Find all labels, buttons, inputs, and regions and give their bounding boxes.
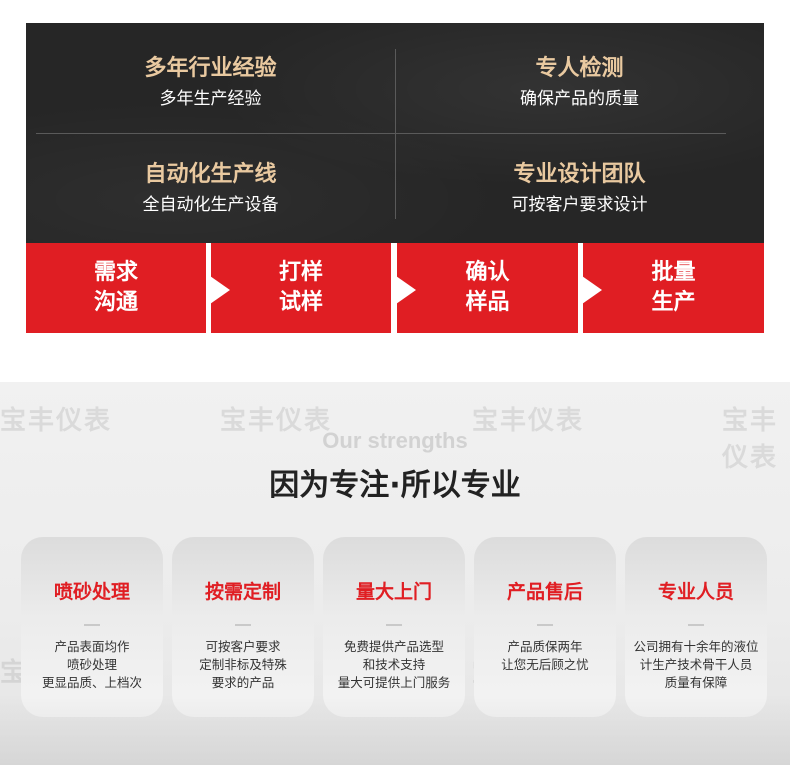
feature-subtitle: 可按客户要求设计 <box>511 195 648 215</box>
card-desc-line: 让您无后顾之忧 <box>501 657 589 672</box>
card-desc-line: 更显品质、上档次 <box>41 675 142 690</box>
card-desc-line: 可按客户要求 <box>205 639 281 654</box>
card-dash <box>688 624 704 626</box>
horizontal-divider <box>36 133 726 134</box>
card-title: 产品售后 <box>506 581 583 603</box>
feature-title: 自动化生产线 <box>144 162 277 187</box>
card-title: 量大上门 <box>355 581 432 603</box>
features-panel: 多年行业经验 多年生产经验 专人检测 确保产品的质量 自动化生产线 全自动化生产… <box>26 23 764 243</box>
card-desc-line: 要求的产品 <box>211 675 275 690</box>
step-line: 生产 <box>651 290 696 315</box>
card-dash <box>84 624 100 626</box>
feature-subtitle: 多年生产经验 <box>159 89 262 109</box>
card-desc-line: 产品表面均作 <box>54 639 130 654</box>
feature-inspection: 专人检测 确保产品的质量 <box>395 55 764 111</box>
strengths-section: 宝丰仪表 宝丰仪表 宝丰仪表 宝丰仪表 宝丰仪表 宝丰仪表 Our streng… <box>0 382 790 765</box>
card-desc-line: 质量有保障 <box>664 675 728 690</box>
card-desc-line: 喷砂处理 <box>66 657 117 672</box>
section-title: 因为专注·所以专业 <box>269 468 521 503</box>
feature-title: 多年行业经验 <box>144 56 277 81</box>
arrow-right-icon <box>396 276 416 304</box>
feature-title: 专业设计团队 <box>513 162 646 187</box>
step-line: 需求 <box>93 260 138 285</box>
feature-automation: 自动化生产线 全自动化生产设备 <box>26 161 395 217</box>
card-title: 专业人员 <box>657 581 734 603</box>
strength-card-onsite: 量大上门 免费提供产品选型 和技术支持 量大可提供上门服务 <box>323 537 465 717</box>
feature-title: 专人检测 <box>535 56 624 81</box>
step-line: 沟通 <box>93 290 138 315</box>
strength-card-sandblast: 喷砂处理 产品表面均作 喷砂处理 更显品质、上档次 <box>21 537 163 717</box>
card-title: 按需定制 <box>204 581 281 603</box>
card-desc-line: 免费提供产品选型 <box>343 639 444 654</box>
card-desc-line: 公司拥有十余年的液位 <box>633 639 759 654</box>
step-line: 批量 <box>651 260 696 285</box>
step-line: 样品 <box>465 290 510 315</box>
card-desc-line: 和技术支持 <box>362 657 426 672</box>
step-line: 确认 <box>465 260 510 285</box>
feature-subtitle: 确保产品的质量 <box>520 89 639 109</box>
process-step-confirm: 确认样品 <box>397 243 578 333</box>
card-dash <box>537 624 553 626</box>
section-title-en: Our strengths <box>322 428 468 453</box>
feature-subtitle: 全自动化生产设备 <box>142 195 279 215</box>
card-desc-line: 量大可提供上门服务 <box>337 675 451 690</box>
feature-design-team: 专业设计团队 可按客户要求设计 <box>395 161 764 217</box>
process-step-demand: 需求沟通 <box>26 243 206 333</box>
vertical-divider <box>395 49 396 219</box>
card-dash <box>235 624 251 626</box>
strength-card-staff: 专业人员 公司拥有十余年的液位 计生产技术骨干人员 质量有保障 <box>625 537 767 717</box>
skyline-background <box>0 695 790 765</box>
process-step-sample: 打样试样 <box>211 243 391 333</box>
strength-card-aftersales: 产品售后 产品质保两年 让您无后顾之忧 <box>474 537 616 717</box>
card-desc-line: 产品质保两年 <box>507 639 583 654</box>
card-dash <box>386 624 402 626</box>
arrow-right-icon <box>210 276 230 304</box>
arrow-right-icon <box>582 276 602 304</box>
strength-card-custom: 按需定制 可按客户要求 定制非标及特殊 要求的产品 <box>172 537 314 717</box>
card-desc-line: 计生产技术骨干人员 <box>639 657 753 672</box>
feature-experience: 多年行业经验 多年生产经验 <box>26 55 395 111</box>
card-desc-line: 定制非标及特殊 <box>199 657 287 672</box>
card-title: 喷砂处理 <box>53 581 130 603</box>
process-step-production: 批量生产 <box>583 243 764 333</box>
step-line: 试样 <box>278 290 323 315</box>
step-line: 打样 <box>278 260 323 285</box>
process-strip: 需求沟通 打样试样 确认样品 批量生产 <box>26 243 764 333</box>
